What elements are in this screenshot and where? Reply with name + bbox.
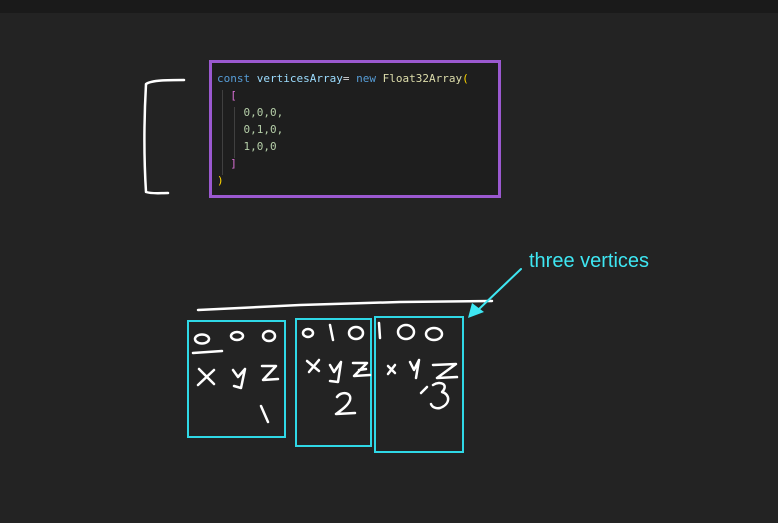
- variable-name: verticesArray: [256, 72, 343, 85]
- vertex-box-3: [374, 316, 464, 453]
- arrow-icon: [468, 268, 522, 318]
- vertex-row-3: 1,0,0: [243, 140, 277, 153]
- vertex-row-1: 0,0,0,: [243, 106, 284, 119]
- hand-drawn-bracket: [143, 78, 186, 195]
- const-keyword: const: [217, 72, 251, 85]
- open-bracket: [: [230, 89, 237, 102]
- vertex-box-1: [187, 320, 286, 438]
- code-snippet-box: const verticesArray= new Float32Array( […: [209, 60, 501, 198]
- close-bracket: ]: [230, 157, 237, 170]
- vertex-row-2: 0,1,0,: [243, 123, 284, 136]
- indent-guide: [222, 90, 223, 175]
- close-paren: ): [217, 174, 224, 187]
- indent-guide: [234, 107, 235, 158]
- vertex-3-ink: [377, 321, 459, 410]
- top-bar: [0, 0, 778, 13]
- assign-operator: =: [342, 72, 350, 85]
- new-keyword: new: [356, 72, 376, 85]
- open-paren: (: [462, 72, 469, 85]
- vertex-box-2: [295, 318, 372, 447]
- hand-drawn-line: [196, 299, 494, 312]
- constructor-name: Float32Array: [382, 72, 463, 85]
- vertex-2-ink: [301, 323, 372, 416]
- annotation-three-vertices: three vertices: [529, 250, 650, 272]
- code-text: const verticesArray= new Float32Array( […: [217, 70, 469, 189]
- vertex-1-ink: [191, 329, 280, 424]
